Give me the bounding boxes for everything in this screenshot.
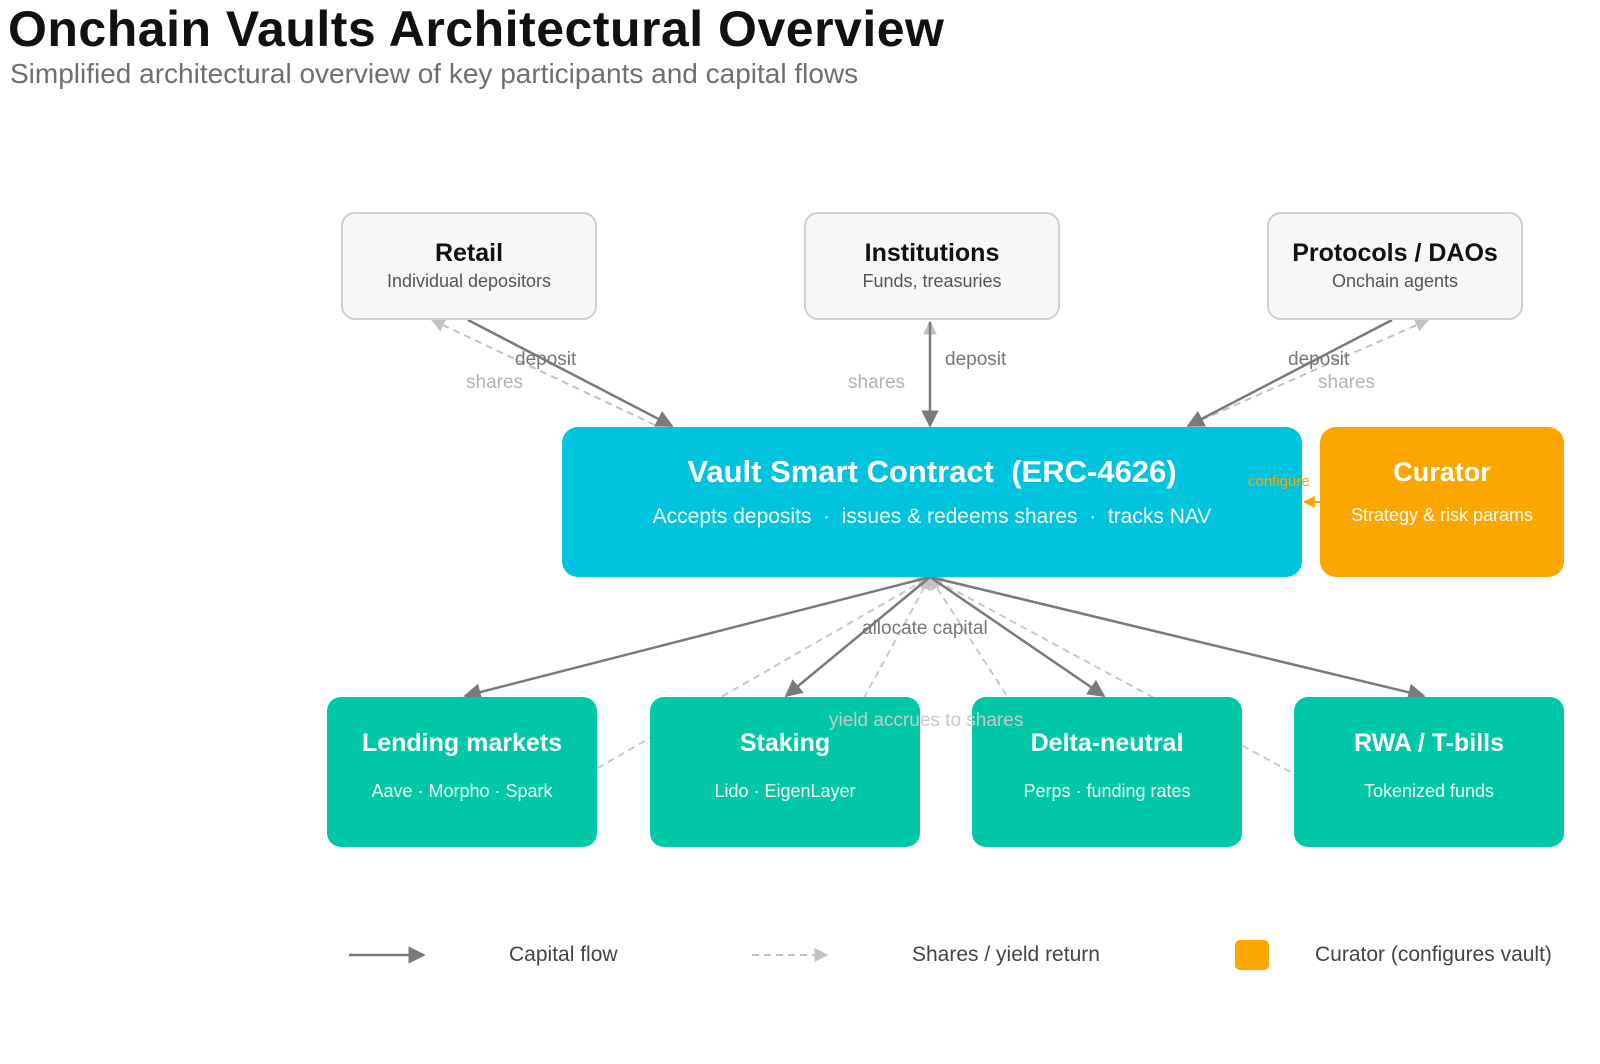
strategy-delta-neutral: Delta-neutral Perps · funding rates bbox=[972, 697, 1242, 847]
vault-desc: Accepts deposits · issues & redeems shar… bbox=[652, 505, 1212, 528]
participant-name: Protocols / DAOs bbox=[1292, 239, 1498, 267]
strategy-name: Lending markets bbox=[361, 729, 563, 757]
participant-retail: Retail Individual depositors bbox=[341, 212, 597, 320]
strategy-name: Delta-neutral bbox=[1030, 729, 1184, 757]
deposit-arrow-retail bbox=[467, 318, 674, 428]
vault-name: Vault Smart Contract (ERC-4626) bbox=[687, 454, 1177, 489]
participant-institutions: Institutions Funds, treasuries bbox=[804, 212, 1060, 320]
legend-curator-swatch bbox=[1235, 940, 1269, 970]
legend-shares-yield: Shares / yield return bbox=[912, 943, 1100, 966]
configure-label: configure bbox=[1248, 473, 1310, 490]
allocate-arrow-rwa bbox=[929, 575, 1426, 701]
strategy-name: RWA / T-bills bbox=[1353, 729, 1504, 757]
allocate-arrow-lending bbox=[463, 575, 931, 701]
yield-label: yield accrues to shares bbox=[829, 710, 1024, 731]
deposit-arrow-protocols bbox=[1186, 318, 1393, 428]
vault-smart-contract: Vault Smart Contract (ERC-4626) Accepts … bbox=[562, 427, 1302, 577]
participant-desc: Onchain agents bbox=[1331, 271, 1459, 291]
allocate-arrow-staking bbox=[784, 576, 931, 698]
shares-label-institutions: shares bbox=[848, 372, 906, 393]
shares-label-protocols: shares bbox=[1318, 372, 1376, 393]
deposit-label-retail: deposit bbox=[515, 349, 577, 370]
strategy-staking: Staking Lido · EigenLayer bbox=[650, 697, 920, 847]
participant-protocols: Protocols / DAOs Onchain agents bbox=[1267, 212, 1523, 320]
page-title: Onchain Vaults Architectural Overview bbox=[8, 1, 945, 57]
legend-capital-flow: Capital flow bbox=[509, 943, 618, 966]
allocate-arrow-delta bbox=[929, 575, 1106, 698]
curator-desc: Strategy & risk params bbox=[1350, 505, 1534, 525]
strategy-desc: Tokenized funds bbox=[1363, 781, 1495, 801]
shares-label-retail: shares bbox=[466, 372, 524, 393]
allocate-capital-label: allocate capital bbox=[862, 618, 988, 639]
legend-curator: Curator (configures vault) bbox=[1315, 943, 1552, 966]
curator-box: Curator Strategy & risk params bbox=[1320, 427, 1564, 577]
strategy-desc: Lido · EigenLayer bbox=[714, 781, 856, 801]
shares-arrow-retail bbox=[430, 319, 656, 426]
curator-name: Curator bbox=[1393, 457, 1491, 487]
page-subtitle: Simplified architectural overview of key… bbox=[10, 58, 859, 89]
strategy-lending-markets: Lending markets Aave · Morpho · Spark bbox=[327, 697, 597, 847]
shares-arrow-protocols bbox=[1189, 318, 1430, 426]
participant-desc: Individual depositors bbox=[386, 271, 552, 291]
strategy-name: Staking bbox=[739, 729, 831, 757]
deposit-label-protocols: deposit bbox=[1288, 349, 1350, 370]
participant-name: Retail bbox=[434, 239, 504, 267]
participant-name: Institutions bbox=[864, 239, 1000, 267]
participant-desc: Funds, treasuries bbox=[862, 271, 1002, 291]
strategy-rwa-tbills: RWA / T-bills Tokenized funds bbox=[1294, 697, 1564, 847]
yield-arrow-rwa bbox=[928, 576, 1429, 847]
strategy-desc: Perps · funding rates bbox=[1023, 781, 1191, 801]
deposit-label-institutions: deposit bbox=[945, 349, 1007, 370]
strategy-desc: Aave · Morpho · Spark bbox=[371, 781, 553, 801]
